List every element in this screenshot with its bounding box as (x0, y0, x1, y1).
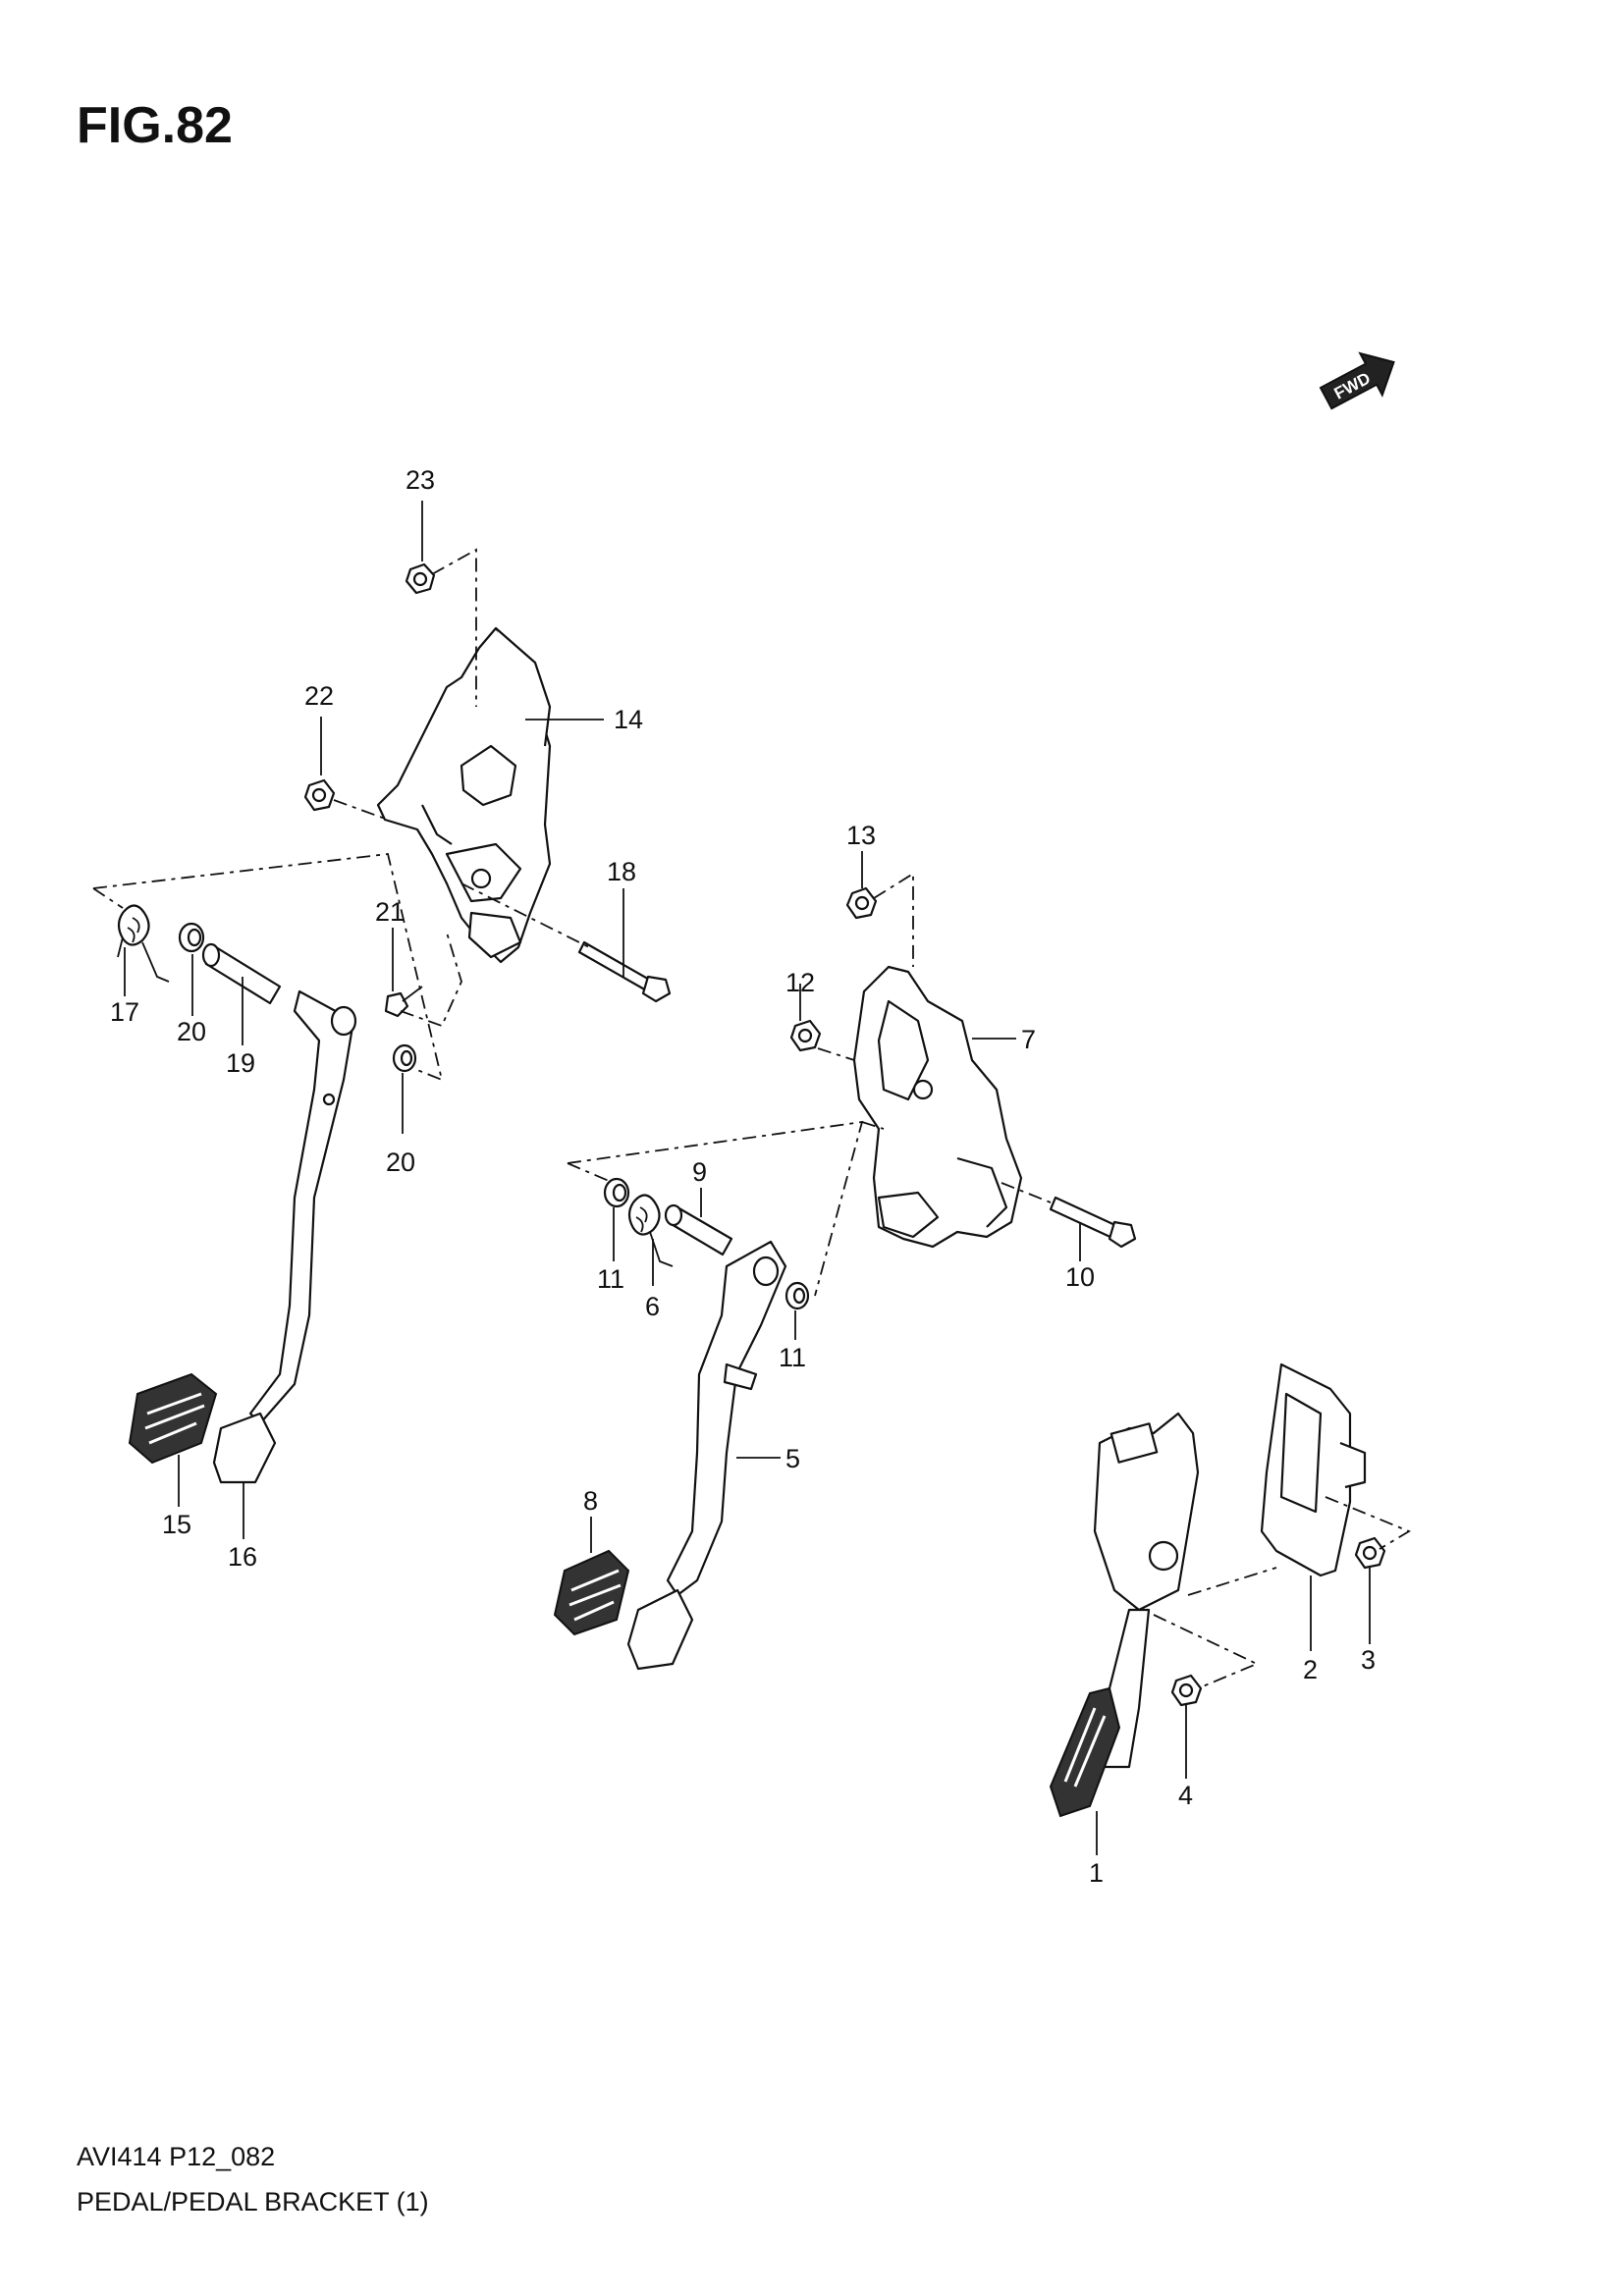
callout-6: 6 (645, 1292, 660, 1321)
callout-9: 9 (692, 1157, 707, 1187)
callout-16: 16 (228, 1542, 257, 1572)
callout-20-lower: 20 (386, 1148, 415, 1177)
callout-7: 7 (1021, 1025, 1036, 1054)
bolt-18 (577, 940, 672, 1003)
leader-lines (92, 501, 1411, 1855)
bushing-20-lower (392, 1043, 417, 1073)
figure-name: PEDAL/PEDAL BRACKET (1) (77, 2187, 429, 2216)
brake-pedal-arm-5 (626, 1240, 787, 1671)
callout-23: 23 (406, 465, 435, 495)
nut-12 (789, 1019, 822, 1052)
callout-3: 3 (1361, 1645, 1376, 1675)
brake-pedal-pad-8 (553, 1549, 630, 1636)
callout-1: 1 (1089, 1858, 1104, 1888)
callout-5: 5 (785, 1444, 800, 1473)
callout-21: 21 (375, 897, 405, 927)
callout-20-upper: 20 (177, 1017, 206, 1046)
callout-19: 19 (226, 1048, 255, 1078)
shaft-9 (664, 1203, 733, 1256)
brake-pedal-bracket (852, 965, 1023, 1249)
callout-4: 4 (1178, 1781, 1193, 1810)
clutch-pedal-pad-15 (128, 1372, 218, 1465)
callout-10: 10 (1065, 1262, 1095, 1292)
callout-18: 18 (607, 857, 636, 886)
figure-code: AVI414 P12_082 (77, 2142, 276, 2171)
callout-14: 14 (614, 705, 643, 734)
callout-15: 15 (162, 1510, 191, 1539)
spring-6 (627, 1194, 674, 1267)
bushing-11-left (603, 1177, 630, 1208)
callout-8: 8 (583, 1486, 598, 1516)
callout-labels: 23 22 14 18 21 17 20 19 20 15 16 13 12 7… (110, 465, 1376, 1888)
bushing-20-upper (178, 922, 205, 953)
nut-23 (405, 562, 436, 595)
callout-2: 2 (1303, 1655, 1318, 1684)
clutch-pedal-arm-16 (212, 989, 357, 1484)
callout-17: 17 (110, 997, 139, 1027)
spring-17 (117, 904, 170, 983)
bushing-11-right (784, 1281, 810, 1310)
fwd-arrow-icon: FWD (1319, 351, 1395, 410)
callout-11-right: 11 (779, 1343, 806, 1372)
callout-12: 12 (785, 968, 815, 997)
accelerator-pedal-assembly-1 (1049, 1412, 1200, 1818)
callout-22: 22 (304, 681, 334, 711)
callout-11-left: 11 (597, 1264, 624, 1294)
accelerator-bracket-2 (1260, 1362, 1367, 1577)
nut-13 (845, 886, 878, 920)
nut-3 (1354, 1536, 1386, 1570)
clutch-pedal-bracket (376, 626, 552, 964)
figure-title: FIG.82 (77, 97, 233, 154)
bolt-10 (1049, 1196, 1137, 1249)
callout-13: 13 (846, 821, 876, 850)
nut-4 (1170, 1674, 1203, 1707)
shaft-19 (201, 942, 282, 1005)
nut-22 (303, 778, 336, 812)
